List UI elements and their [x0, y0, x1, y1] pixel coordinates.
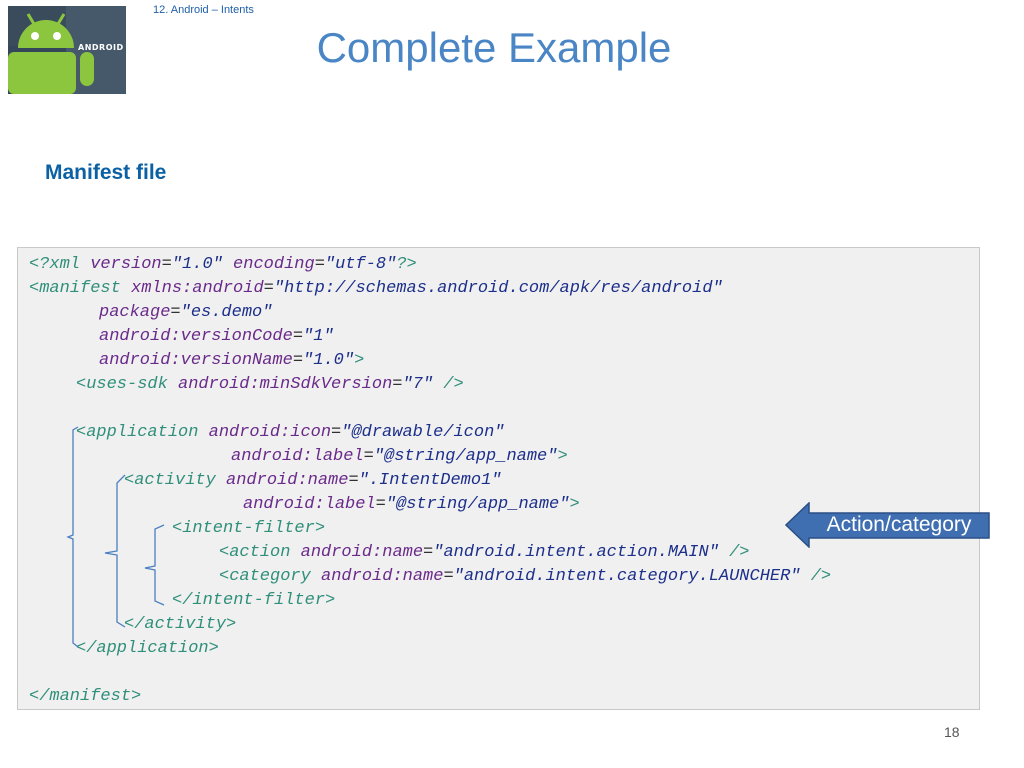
xml-tag: >: [354, 351, 365, 370]
page-number: 18: [944, 724, 960, 740]
code-line-xml-declaration: <?xml version="1.0" encoding="utf-8"?>: [29, 255, 417, 275]
xml-attribute: package: [99, 303, 171, 322]
xml-attribute: android:name: [321, 567, 444, 586]
xml-equals: =: [314, 255, 325, 274]
xml-tag: </application>: [76, 639, 219, 658]
xml-attribute: android:name: [300, 543, 424, 562]
xml-tag: <application: [76, 423, 209, 442]
xml-value: "@string/app_name": [385, 495, 570, 514]
xml-tag: <uses-sdk: [76, 375, 179, 394]
xml-equals: =: [392, 375, 403, 394]
xml-equals: =: [348, 471, 359, 490]
xml-equals: =: [161, 255, 172, 274]
breadcrumb: 12. Android – Intents: [153, 4, 254, 16]
xml-equals: =: [331, 423, 342, 442]
xml-equals: =: [292, 351, 304, 370]
xml-value: "@drawable/icon": [341, 423, 505, 442]
xml-tag: <intent-filter>: [172, 519, 326, 538]
callout-label: Action/category: [826, 513, 972, 536]
xml-attribute: android:label: [231, 447, 364, 466]
xml-tag: <activity: [124, 471, 227, 490]
code-line-version-name: android:versionName="1.0">: [99, 351, 364, 371]
xml-tag: />: [433, 375, 464, 394]
xml-attribute: android:minSdkVersion: [178, 375, 393, 394]
xml-value: "@string/app_name": [373, 447, 558, 466]
application-bracket: [66, 426, 79, 648]
xml-equals: =: [443, 567, 454, 586]
xml-value: "http://schemas.android.com/apk/res/andr…: [273, 279, 723, 298]
xml-value: "android.intent.action.MAIN": [433, 543, 719, 562]
logo-text: ANDROID: [78, 43, 124, 52]
xml-equals: =: [363, 447, 374, 466]
code-line-version-code: android:versionCode="1": [99, 327, 334, 347]
code-line-application-close: </application>: [76, 639, 219, 659]
xml-equals: =: [292, 327, 304, 346]
xml-tag: </activity>: [124, 615, 237, 634]
xml-attribute: android:name: [226, 471, 349, 490]
xml-tag: <category: [219, 567, 322, 586]
code-line-activity-label: android:label="@string/app_name">: [243, 495, 580, 515]
xml-tag: />: [800, 567, 832, 586]
code-line-uses-sdk: <uses-sdk android:minSdkVersion="7" />: [76, 375, 464, 395]
xml-tag: >: [569, 495, 580, 514]
xml-tag: </manifest>: [29, 687, 142, 706]
xml-tag: >: [557, 447, 568, 466]
xml-tag: />: [718, 543, 750, 562]
xml-value: "1.0": [303, 351, 355, 370]
xml-value: "7": [402, 375, 434, 394]
code-line-intent-filter-open: <intent-filter>: [172, 519, 325, 539]
xml-value: ".IntentDemo1": [358, 471, 502, 490]
xml-equals: =: [170, 303, 181, 322]
code-line-manifest-open: <manifest xmlns:android="http://schemas.…: [29, 279, 723, 299]
callout-arrow-shape: [785, 502, 990, 548]
intent-filter-bracket: [144, 524, 165, 606]
android-logo: ANDROID: [8, 6, 126, 94]
android-robot-icon: [8, 6, 126, 94]
xml-equals: =: [423, 543, 434, 562]
code-line-application-open: <application android:icon="@drawable/ico…: [76, 423, 504, 443]
xml-tag: <action: [219, 543, 301, 562]
xml-tag: </intent-filter>: [172, 591, 336, 610]
code-line-activity-close: </activity>: [124, 615, 236, 635]
xml-equals: =: [375, 495, 386, 514]
code-block: [17, 247, 980, 710]
code-line-intent-filter-close: </intent-filter>: [172, 591, 335, 611]
xml-attribute: encoding: [222, 255, 315, 274]
xml-value: "android.intent.category.LAUNCHER": [453, 567, 801, 586]
code-line-activity-open: <activity android:name=".IntentDemo1": [124, 471, 501, 491]
xml-value: "es.demo": [180, 303, 273, 322]
code-line-package: package="es.demo": [99, 303, 272, 323]
code-line-action: <action android:name="android.intent.act…: [219, 543, 750, 563]
xml-attribute: version: [90, 255, 162, 274]
xml-tag: <?xml: [29, 255, 91, 274]
xml-attribute: android:icon: [208, 423, 332, 442]
code-line-manifest-close: </manifest>: [29, 687, 141, 707]
xml-attribute: android:versionCode: [99, 327, 293, 346]
xml-equals: =: [263, 279, 274, 298]
xml-value: "utf-8": [324, 255, 397, 274]
section-subtitle: Manifest file: [45, 161, 167, 184]
xml-attribute: xmlns:android: [131, 279, 264, 298]
activity-bracket: [104, 474, 126, 628]
xml-attribute: android:versionName: [99, 351, 293, 370]
xml-value: "1.0": [171, 255, 223, 274]
code-line-category: <category android:name="android.intent.c…: [219, 567, 831, 587]
page-title: Complete Example: [316, 24, 672, 71]
xml-tag: <manifest: [29, 279, 132, 298]
xml-attribute: android:label: [243, 495, 376, 514]
xml-tag: ?>: [396, 255, 417, 274]
xml-value: "1": [303, 327, 334, 346]
code-line-application-label: android:label="@string/app_name">: [231, 447, 568, 467]
